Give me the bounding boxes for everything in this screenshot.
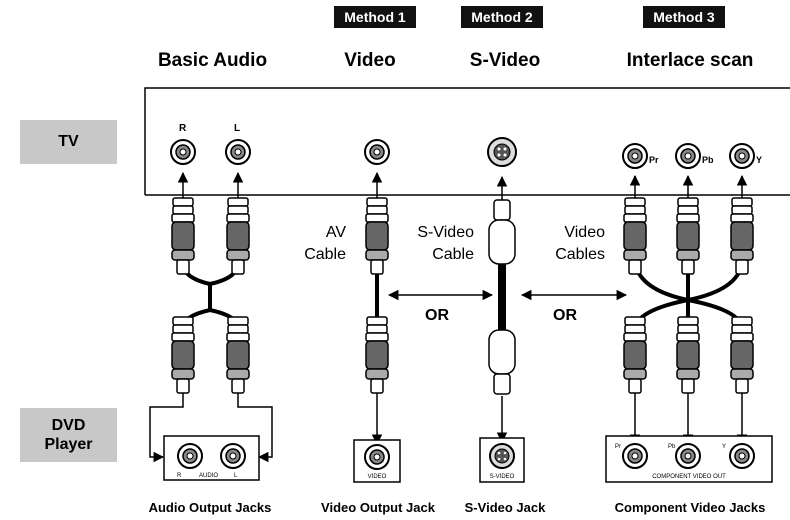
- dvd-s-video-panel: S-VIDEO: [479, 437, 525, 483]
- tv-pb-jack: [675, 143, 701, 169]
- dvd-audio-panel: R AUDIO L: [163, 435, 260, 481]
- video-cables-label: Video Cables: [555, 224, 605, 263]
- svg-text:COMPONENT VIDEO OUT: COMPONENT VIDEO OUT: [652, 474, 726, 480]
- heading-s-video: S-Video: [469, 50, 541, 71]
- method-2-badge: Method 2: [461, 6, 543, 28]
- tv-y-jack: [729, 143, 755, 169]
- caption-audio-output-jacks: Audio Output Jacks: [148, 500, 272, 515]
- dvd-video-panel: VIDEO: [353, 439, 401, 483]
- tv-jack-label-y: Y: [756, 155, 762, 165]
- svg-text:S-VIDEO: S-VIDEO: [490, 474, 515, 480]
- or-label-2: OR: [553, 307, 577, 324]
- svg-text:VIDEO: VIDEO: [368, 474, 387, 480]
- svg-text:AUDIO: AUDIO: [199, 473, 218, 479]
- tv-jack-label-l: L: [234, 123, 240, 134]
- dvd-player-label: DVD Player: [20, 408, 117, 462]
- tv-jack-label-r: R: [179, 123, 187, 134]
- or-label-1: OR: [425, 307, 449, 324]
- heading-interlace-scan: Interlace scan: [626, 50, 754, 71]
- caption-s-video-jack: S-Video Jack: [464, 500, 546, 515]
- dvd-component-panel: Pr Pb Y COMPONENT VIDEO OUT: [605, 435, 773, 483]
- tv-audio-r-jack: [170, 139, 196, 165]
- svg-text:Pr: Pr: [615, 444, 621, 450]
- caption-component-video-jacks: Component Video Jacks: [614, 500, 766, 515]
- svg-text:L: L: [234, 473, 238, 479]
- svg-text:Pb: Pb: [668, 444, 676, 450]
- method-1-badge: Method 1: [334, 6, 416, 28]
- svg-text:Y: Y: [722, 444, 726, 450]
- av-cable-label: AV Cable: [304, 224, 346, 263]
- audio-cable: [171, 197, 250, 394]
- tv-audio-l-jack: [225, 139, 251, 165]
- av-cable: [365, 197, 389, 394]
- caption-video-output-jack: Video Output Jack: [321, 500, 435, 515]
- tv-s-video-jack: [487, 137, 517, 167]
- tv-jack-label-pb: Pb: [702, 155, 714, 165]
- svg-text:R: R: [177, 473, 182, 479]
- tv-jack-label-pr: Pr: [649, 155, 659, 165]
- method-3-badge: Method 3: [643, 6, 725, 28]
- tv-pr-jack: [622, 143, 648, 169]
- component-cables: [623, 197, 754, 394]
- heading-video: Video: [344, 50, 396, 71]
- s-video-cable-label: S-Video Cable: [417, 224, 474, 263]
- tv-video-jack: [364, 139, 390, 165]
- heading-basic-audio: Basic Audio: [157, 50, 268, 71]
- tv-panel: [144, 87, 790, 196]
- s-video-cable: [488, 199, 516, 395]
- tv-label: TV: [20, 120, 117, 164]
